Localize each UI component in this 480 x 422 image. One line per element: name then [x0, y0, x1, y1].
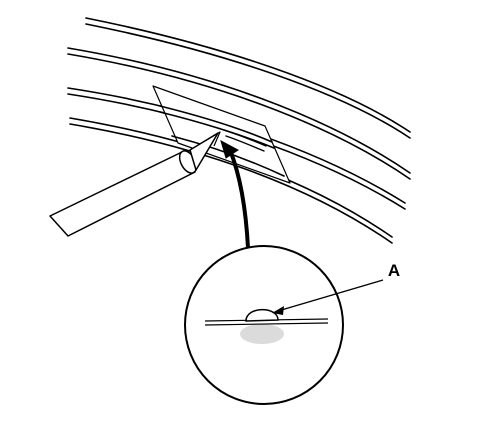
callout-arrowhead [272, 306, 284, 315]
trim-line-4 [67, 53, 411, 180]
detail-contents [204, 279, 384, 344]
callout-leader-line [277, 279, 384, 312]
applicator-body [49, 151, 196, 237]
resin-bead [245, 308, 279, 322]
callout-label: A [388, 261, 400, 280]
applicator-tip [189, 132, 219, 171]
detail-arrow [220, 140, 250, 250]
trim-line-2 [85, 23, 411, 139]
filled-crack-shading [240, 324, 284, 344]
trim-slot [223, 129, 267, 152]
trim-line-8 [69, 123, 393, 244]
masking-tape [152, 85, 291, 184]
trim-line-3 [67, 47, 411, 174]
glass-surface-line-lower [204, 322, 329, 326]
trim-line-1 [85, 17, 411, 133]
applicator-tool [49, 131, 221, 237]
